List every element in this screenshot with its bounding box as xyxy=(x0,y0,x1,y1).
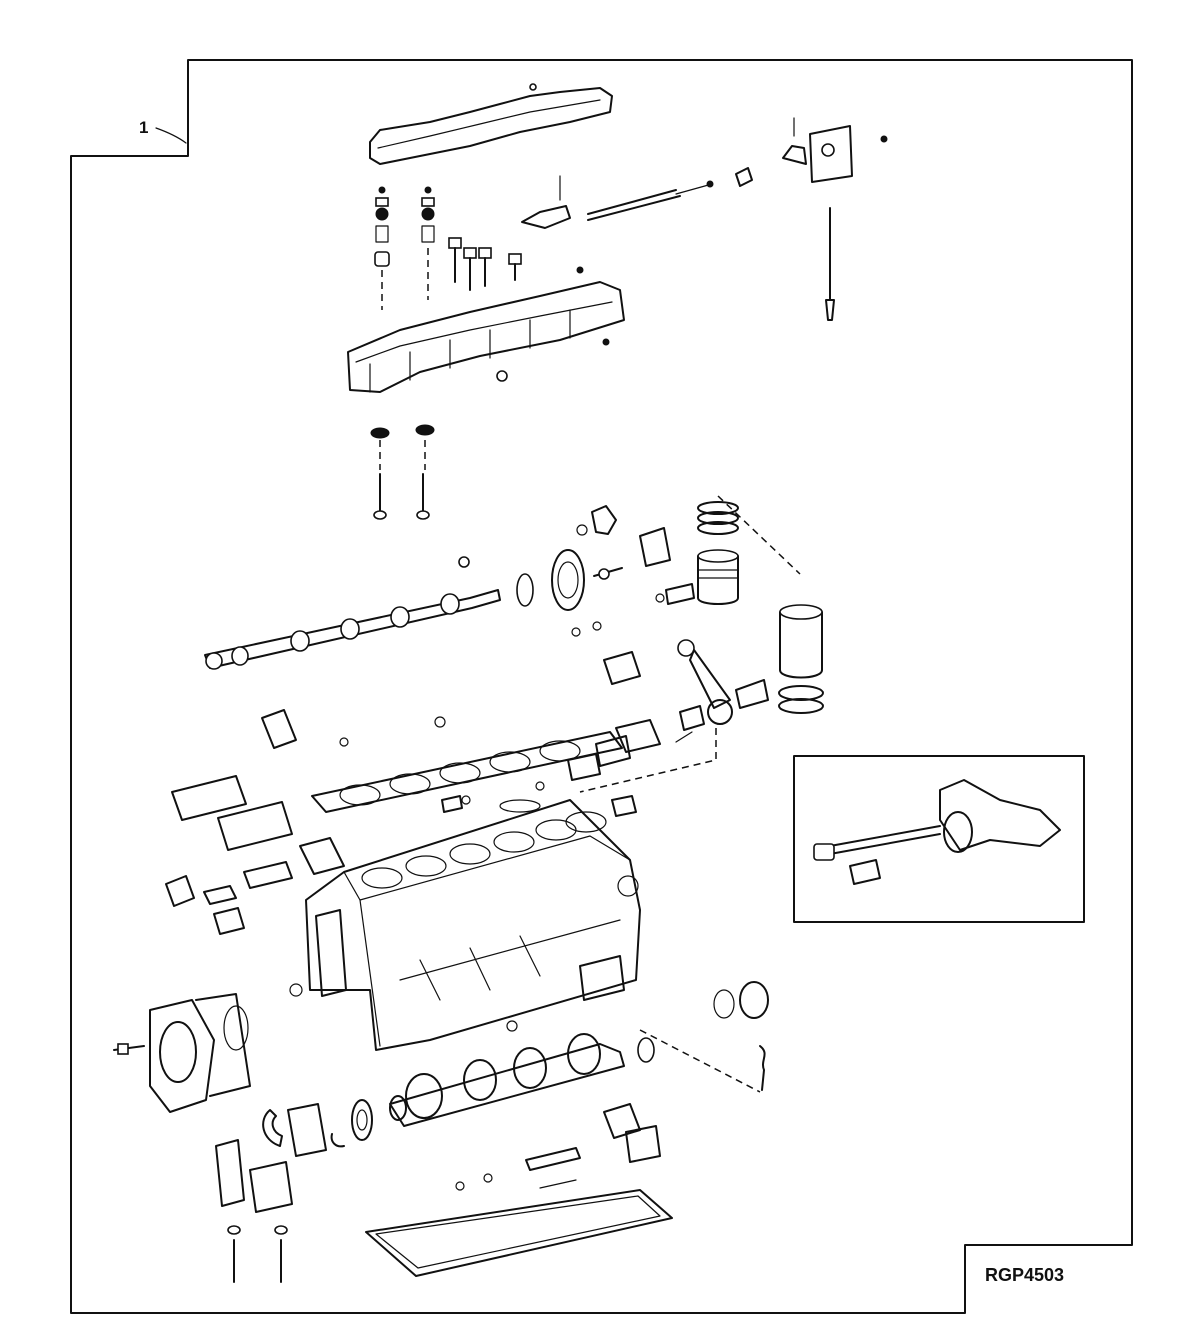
piston-assembly xyxy=(639,501,739,605)
gaskets-left xyxy=(165,709,446,935)
rocker-assembly xyxy=(521,117,888,321)
oil-pump-inset xyxy=(793,755,1085,923)
camshaft xyxy=(204,556,501,670)
callout-label: 1 xyxy=(139,118,149,137)
main-bearings xyxy=(215,981,769,1213)
cap-bolts xyxy=(227,1225,288,1283)
callout-leader xyxy=(155,127,187,144)
valves xyxy=(370,424,435,520)
gaskets-right xyxy=(441,651,661,817)
rocker-cover xyxy=(369,83,613,165)
valve-springs xyxy=(374,186,435,310)
cylinder-head xyxy=(347,266,625,393)
oil-pan-gasket xyxy=(365,1103,673,1277)
inset-frame xyxy=(793,755,1085,923)
figure-id: RGP4503 xyxy=(985,1265,1065,1285)
cylinder-liner xyxy=(717,495,824,714)
rear-seal-housing xyxy=(113,993,251,1113)
engine-block xyxy=(289,799,641,1051)
diagram-frame xyxy=(70,59,1133,1314)
head-gasket xyxy=(311,731,623,813)
crankshaft xyxy=(351,1029,761,1141)
cam-gear xyxy=(516,505,623,637)
connecting-rod xyxy=(579,639,769,793)
head-bolts xyxy=(448,237,522,291)
